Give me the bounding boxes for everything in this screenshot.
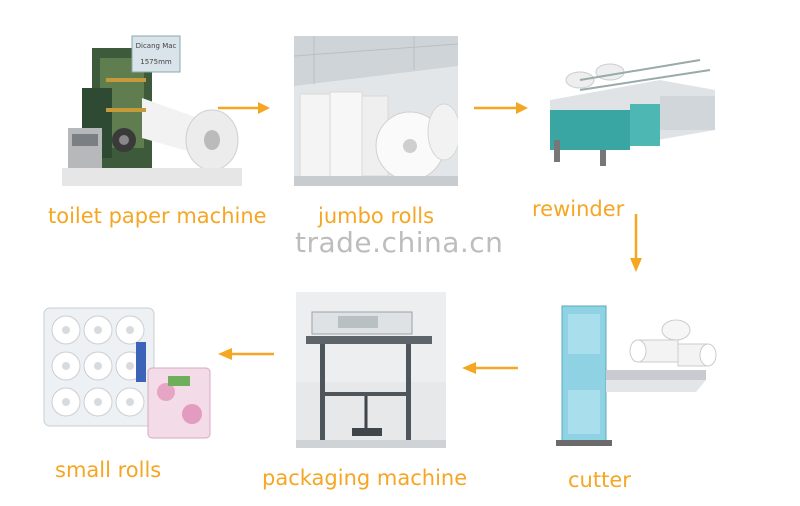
- stage-label-cutter: cutter: [568, 468, 631, 492]
- watermark-text: trade.china.cn: [295, 226, 504, 259]
- machine-plate-line1: Dicang Mac: [136, 42, 177, 50]
- stage-label-jumbo-rolls: jumbo rolls: [318, 204, 435, 228]
- packaging-machine-image: [296, 292, 446, 448]
- stage-label-packaging-machine: packaging machine: [262, 466, 468, 490]
- cutter-image: [546, 300, 720, 450]
- arrow-right-icon: [218, 100, 270, 116]
- arrow-left-icon: [218, 346, 274, 362]
- arrow-left-icon: [462, 360, 518, 376]
- rewinder-image: [540, 40, 720, 170]
- toilet-paper-machine-image: Dicang Mac 1575mm: [62, 28, 242, 186]
- stage-label-toilet-paper-machine: toilet paper machine: [48, 204, 267, 228]
- arrow-down-icon: [628, 214, 644, 272]
- machine-plate-line2: 1575mm: [140, 58, 172, 66]
- stage-label-small-rolls: small rolls: [55, 458, 162, 482]
- jumbo-rolls-image: [294, 36, 458, 186]
- stage-label-rewinder: rewinder: [532, 197, 625, 221]
- small-rolls-image: [40, 302, 216, 442]
- arrow-right-icon: [474, 100, 528, 116]
